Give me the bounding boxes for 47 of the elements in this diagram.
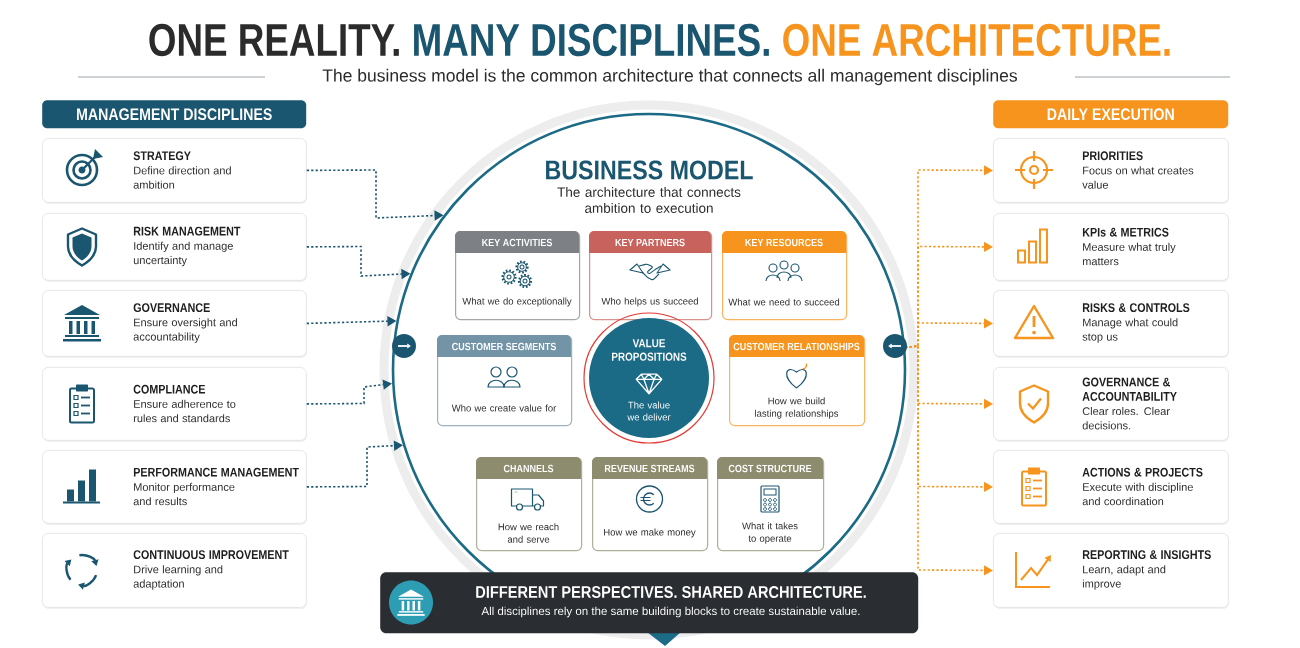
banner: DIFFERENT PERSPECTIVES. SHARED ARCHITECTURE. All disciplines rely on the same building blocks to create sustainable value.	[380, 572, 919, 646]
title-text: ONE ARCHITECTURE.	[783, 23, 1170, 57]
canvas-block: COST STRUCTURE What it takes to operate	[717, 457, 825, 552]
node-label: Who we create value for	[451, 404, 557, 412]
card: RISKS & CONTROLS Manage what could stop us	[993, 290, 1229, 358]
card: PRIORITIES Focus on what creates value	[993, 138, 1229, 204]
node-label: KEY PARTNERS	[615, 238, 685, 247]
node-label: CUSTOMER RELATIONSHIPS	[733, 342, 860, 351]
section-header: MANAGEMENT DISCIPLINES	[42, 100, 307, 129]
canvas-block: KEY ACTIVITIES What we do exceptionally	[455, 231, 581, 321]
connector-arrow	[306, 379, 392, 405]
node-label: How we make money	[604, 528, 696, 538]
subtitle: The business model is the common architecture that connects all management disciplines	[322, 68, 1017, 86]
card: CONTINUOUS IMPROVEMENT Drive learning and adaptation	[42, 533, 307, 609]
section-header: DAILY EXECUTION	[993, 100, 1229, 129]
node-label: KEY ACTIVITIES	[482, 238, 553, 247]
card: GOVERNANCE & ACCOUNTABILITY Clear roles. Clear decisions.	[993, 367, 1229, 442]
node-label: KEY RESOURCES	[745, 238, 823, 247]
card: KPIs & METRICS Measure what truly matters	[993, 213, 1229, 282]
node-label: How we reach and serve	[498, 523, 559, 543]
canvas-block: CUSTOMER SEGMENTS Who we create value for	[437, 335, 573, 427]
node-label: CUSTOMER SEGMENTS	[452, 342, 556, 351]
node-label: What we do exceptionally	[462, 297, 572, 307]
node-label: What it takes to operate	[742, 522, 798, 544]
node-label: REVENUE STREAMS	[604, 464, 695, 473]
card: ACTIONS & PROJECTS Execute with discipline and coordination	[993, 450, 1229, 525]
connector-arrow	[306, 440, 403, 488]
card: RISK MANAGEMENT Identify and manage uncertainty	[42, 213, 307, 282]
card: STRATEGY Define direction and ambition	[42, 138, 307, 204]
card: COMPLIANCE Ensure adherence to rules and standards	[42, 367, 307, 442]
canvas-block: REVENUE STREAMS How we make money	[592, 457, 709, 552]
node-label: The value we deliver	[627, 401, 671, 421]
node-label: Who helps us succeed	[601, 297, 698, 307]
canvas-block: KEY RESOURCES What we need to succeed	[722, 231, 848, 321]
node-label: CHANNELS	[503, 464, 554, 473]
canvas-block: KEY PARTNERS Who helps us succeed	[589, 231, 713, 321]
card: PERFORMANCE MANAGEMENT Monitor performance and results	[42, 450, 307, 525]
card: GOVERNANCE Ensure oversight and accountability	[42, 290, 307, 358]
title-text: MANY DISCIPLINES.	[414, 23, 769, 57]
canvas-block: CUSTOMER RELATIONSHIPS How we build lasting relationships	[729, 335, 866, 427]
node-label: VALUE PROPOSITIONS	[612, 339, 687, 361]
canvas-block: CHANNELS How we reach and serve	[476, 457, 583, 552]
title-text: ONE REALITY.	[149, 23, 399, 57]
node-label: What we need to succeed	[728, 298, 840, 306]
node-label: How we build lasting relationships	[755, 397, 839, 419]
node-label: COST STRUCTURE	[728, 464, 812, 473]
card: REPORTING & INSIGHTS Learn, adapt and improve	[993, 533, 1229, 609]
